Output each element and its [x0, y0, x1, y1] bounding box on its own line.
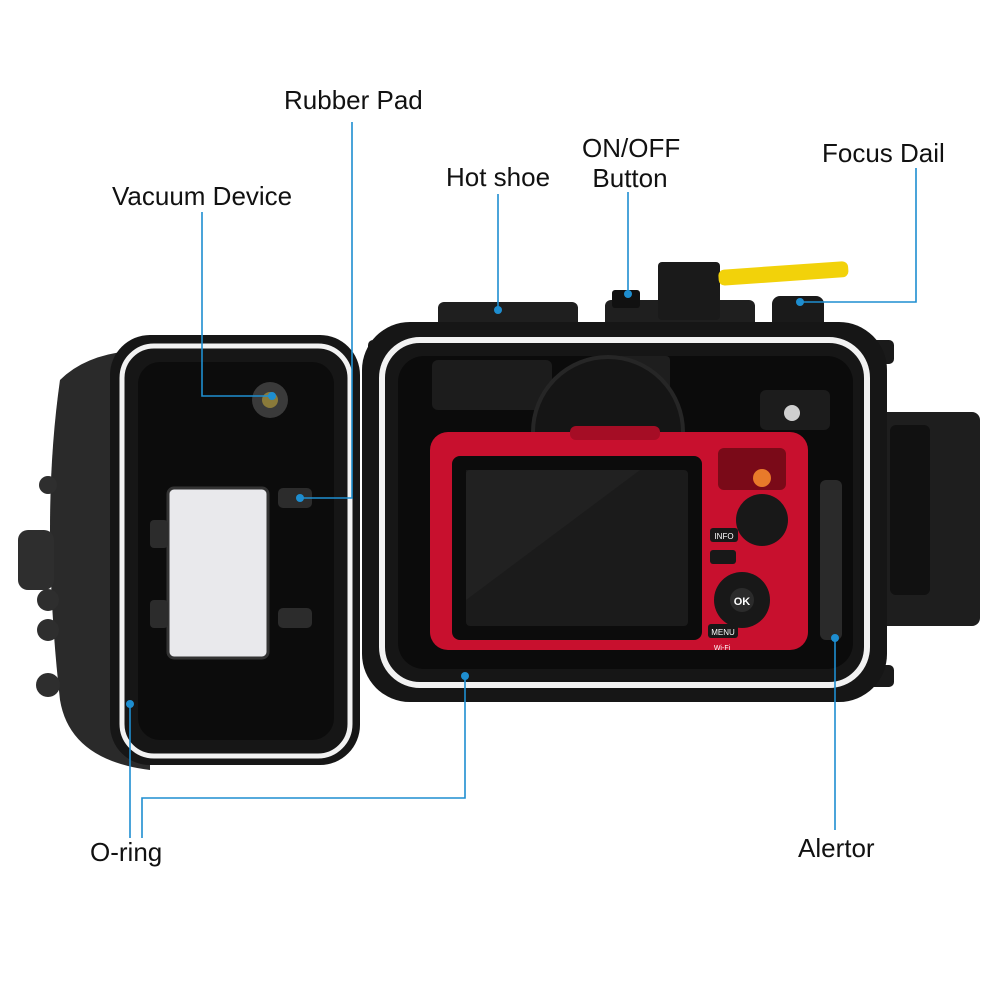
- o-ring-label: O-ring: [90, 837, 163, 867]
- rubber-pad-leader: [300, 122, 353, 499]
- body-oring: [379, 337, 870, 688]
- vacuum-device-label: Vacuum Device: [112, 181, 293, 211]
- door-window: [168, 488, 268, 658]
- hot-shoe-label: Hot shoe: [446, 162, 551, 192]
- on-off-label-line2: Button: [592, 162, 668, 193]
- camera: OK INFO MENU Wi-Fi: [430, 426, 808, 652]
- wifi-label: Wi-Fi: [714, 645, 731, 652]
- focus-dial-label: Focus Dail: [822, 138, 945, 168]
- on-off-button-label: ON/OFF Button: [582, 133, 681, 194]
- door-oring: [119, 343, 353, 759]
- focus-dial-part: [772, 296, 824, 330]
- focus-dial-leader: [800, 168, 917, 303]
- alertor-part: [820, 480, 842, 640]
- info-button-label: INFO: [714, 532, 733, 541]
- o-ring-leader-right: [141, 676, 466, 838]
- menu-button-label: MENU: [711, 628, 735, 637]
- alertor-label: Alertor: [798, 833, 875, 863]
- playback-button: [710, 550, 736, 564]
- yellow-lever: [718, 261, 849, 286]
- rubber-pad-part: [278, 488, 312, 508]
- ok-button-label: OK: [734, 596, 751, 608]
- on-off-button-part: [612, 290, 640, 308]
- leader-lines: [129, 122, 917, 838]
- rear-door: [18, 335, 360, 770]
- rubber-pad-label: Rubber Pad: [284, 85, 423, 115]
- on-off-label-line1: ON/OFF: [582, 133, 681, 163]
- vacuum-device-leader: [201, 212, 272, 397]
- mode-dial: [736, 494, 788, 546]
- leader-endpoints: [126, 290, 839, 708]
